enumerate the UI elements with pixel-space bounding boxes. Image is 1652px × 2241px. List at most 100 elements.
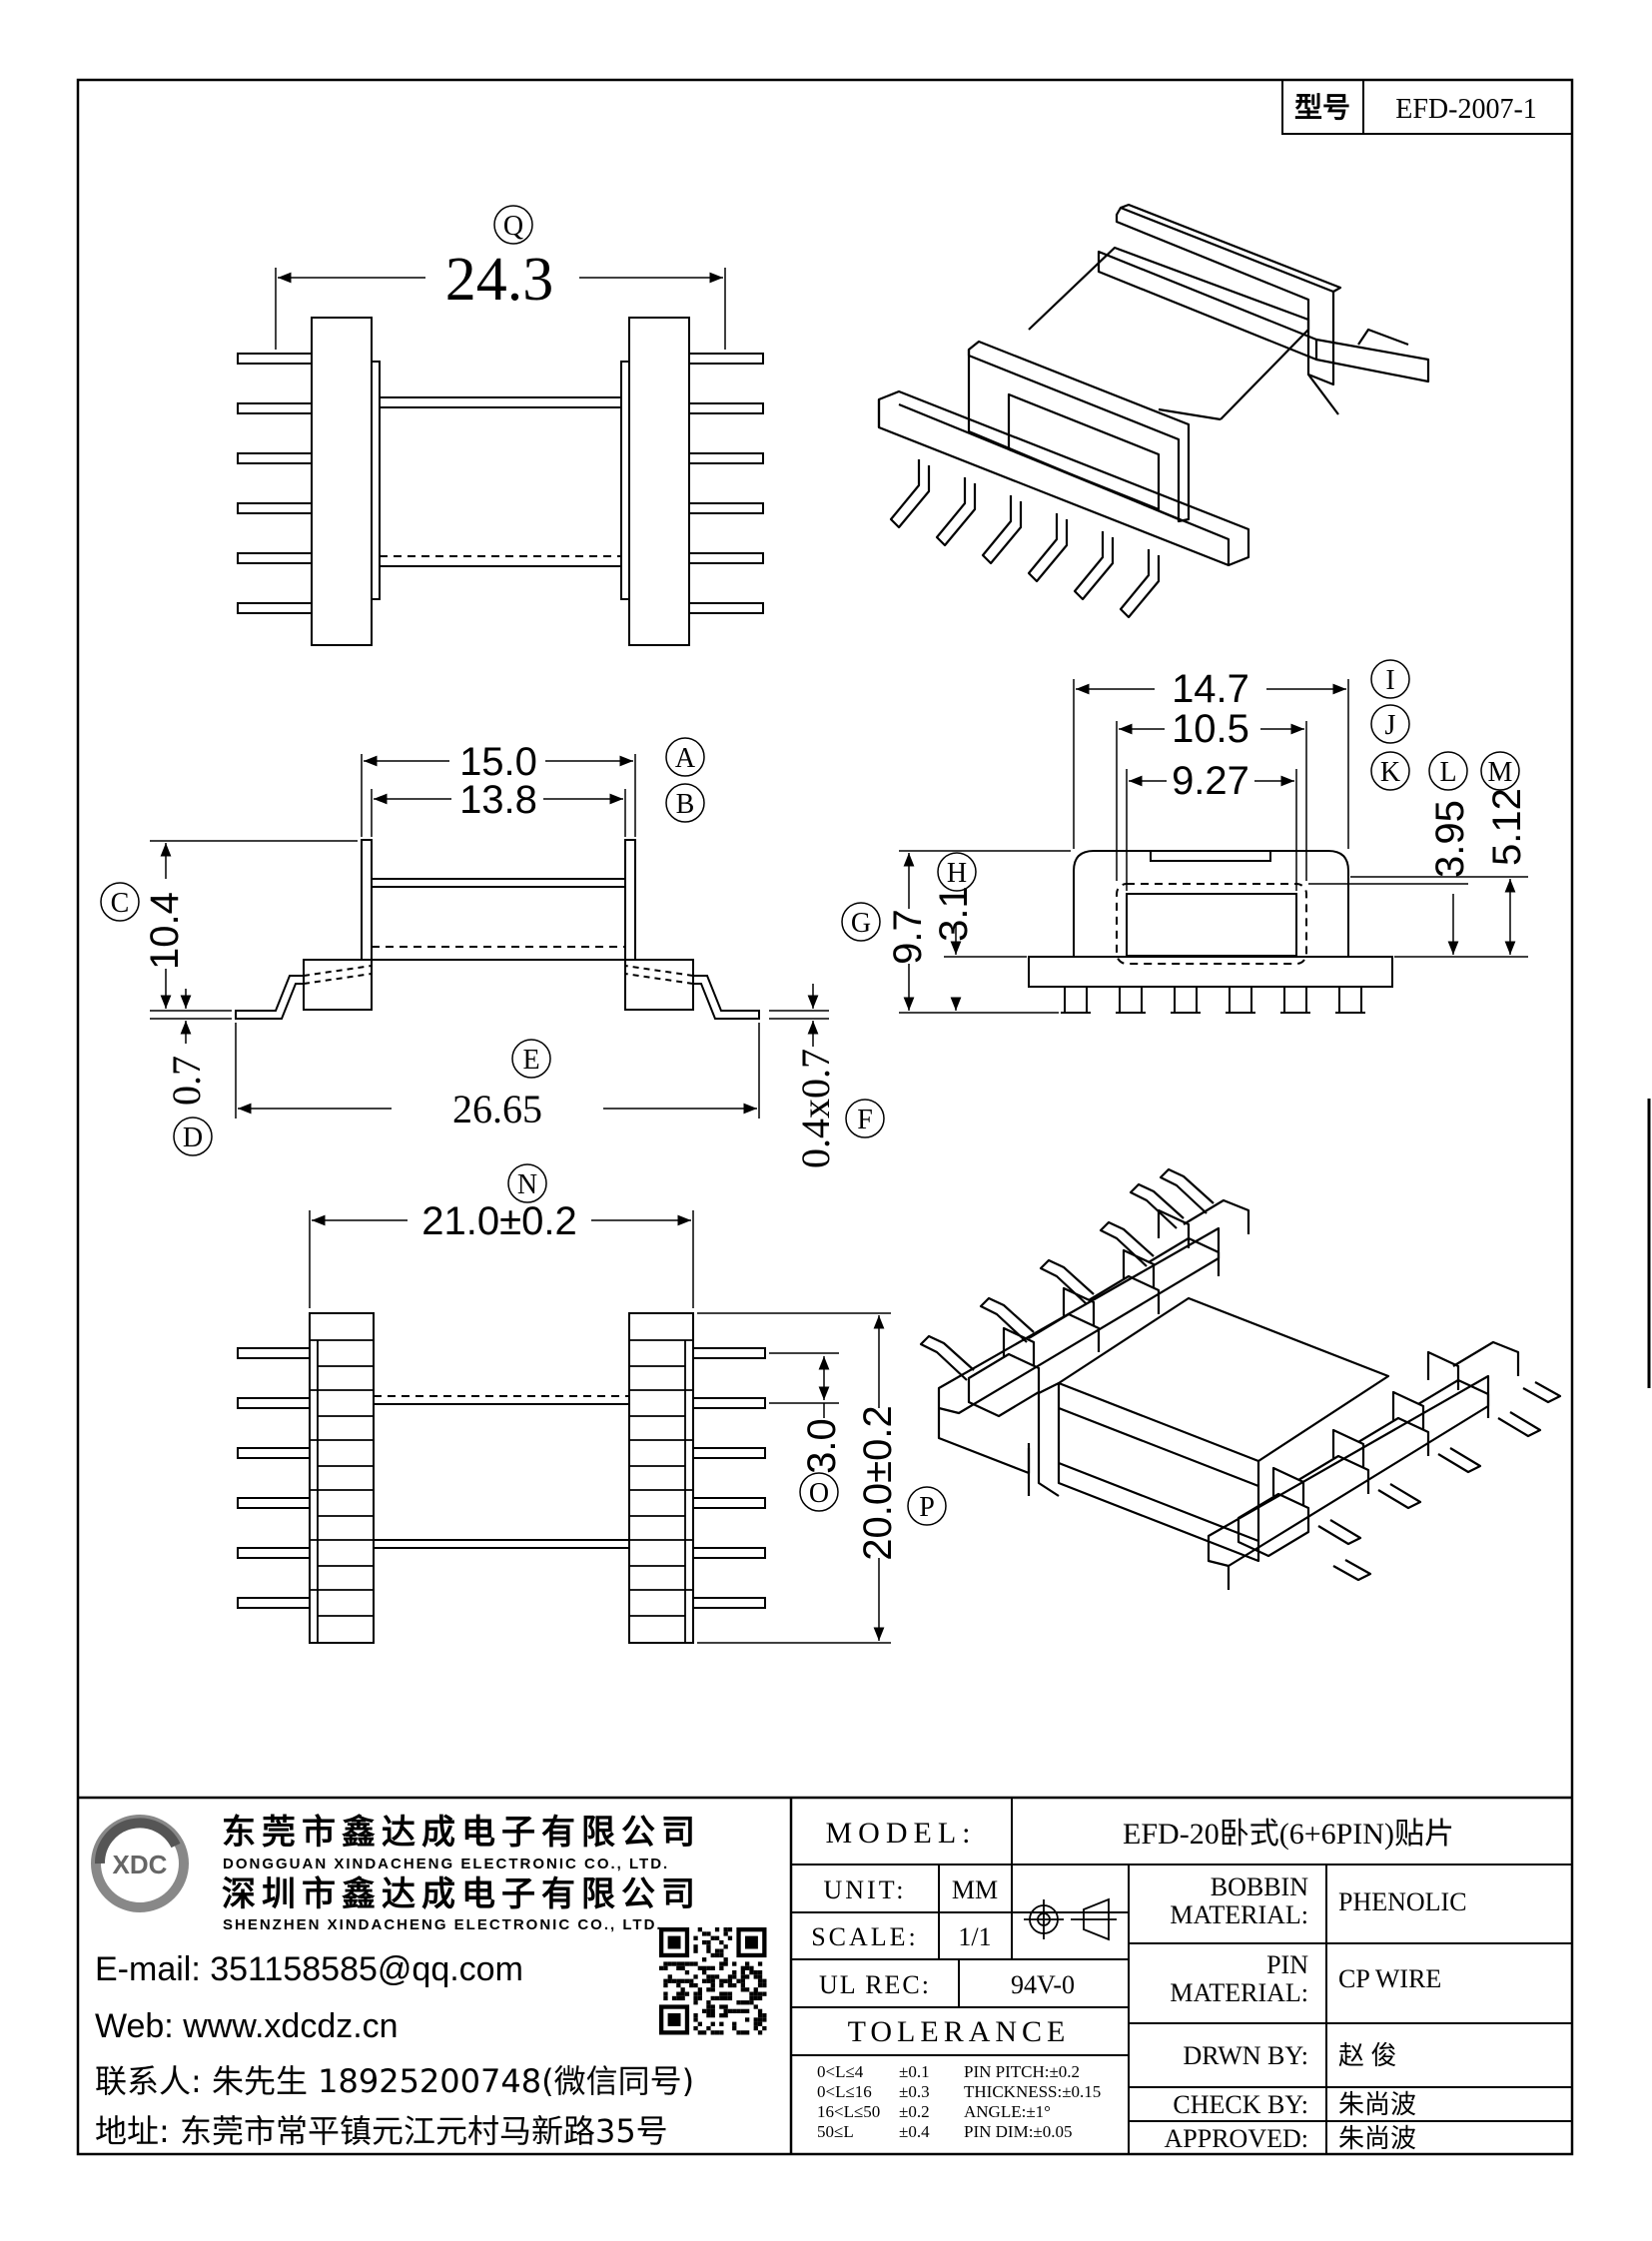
dim-d-value: 0.7 (164, 1056, 209, 1106)
tag-d: D (183, 1122, 203, 1153)
tag-k: K (1380, 757, 1400, 788)
unit-value: MM (952, 1875, 998, 1904)
company-name-cn-1: 东莞市鑫达成电子有限公司 (222, 1813, 701, 1853)
tag-f-circle (845, 1099, 885, 1138)
tag-i-circle (1370, 659, 1410, 699)
tol-value-4: ±0.4 (899, 2122, 930, 2141)
dim-j-value: 10.5 (1172, 707, 1249, 751)
tol-item-2: THICKNESS:±0.15 (964, 2082, 1101, 2101)
tol-value-1: ±0.1 (899, 2062, 930, 2081)
tol-value-2: ±0.3 (899, 2082, 930, 2101)
pin-value: CP WIRE (1338, 1964, 1441, 1993)
dim-i-value: 14.7 (1172, 667, 1249, 711)
tag-p-circle (907, 1486, 947, 1526)
dim-a-value: 15.0 (459, 740, 537, 784)
tag-j: J (1385, 710, 1396, 741)
approved-value: 朱尚波 (1338, 2124, 1416, 2153)
dim-l-value: 3.95 (1428, 800, 1472, 878)
scale-label: SCALE: (811, 1922, 919, 1951)
tag-b-circle (665, 783, 705, 823)
dim-m-value: 5.12 (1485, 788, 1529, 866)
dim-e-value: 26.65 (452, 1087, 542, 1131)
tag-o: O (809, 1478, 829, 1509)
pin-label-1: PIN (1266, 1950, 1308, 1979)
ulrec-label: UL REC: (819, 1970, 931, 1999)
dim-o-value: 3.0 (800, 1418, 844, 1474)
company-web[interactable]: Web: www.xdcdz.cn (95, 2007, 399, 2045)
tag-m-circle (1480, 751, 1520, 791)
drawn-value: 赵 俊 (1338, 2041, 1397, 2070)
company-name-en-2: SHENZHEN XINDACHENG ELECTRONIC CO., LTD. (223, 1916, 663, 1933)
projection-symbol-icon (1024, 1897, 1117, 1941)
dim-f-value: 0.4x0.7 (793, 1049, 838, 1168)
tag-i: I (1385, 665, 1394, 696)
bottom-view (237, 1210, 891, 1644)
dim-k-value: 9.27 (1172, 759, 1249, 803)
tag-p: P (919, 1492, 935, 1523)
tag-k-circle (1370, 751, 1410, 791)
tol-range-4: 50≤L (817, 2122, 854, 2141)
tag-n: N (517, 1169, 537, 1200)
dim-q-value: 24.3 (445, 246, 554, 314)
part-number-value: EFD-2007-1 (1395, 94, 1537, 125)
part-number-label: 型号 (1294, 92, 1350, 124)
front-view (899, 679, 1528, 1014)
tag-j-circle (1370, 704, 1410, 744)
tol-item-1: PIN PITCH:±0.2 (964, 2062, 1080, 2081)
part-number-box: 型号 EFD-2007-1 (1281, 79, 1573, 135)
tag-c: C (111, 888, 130, 919)
drawn-label: DRWN BY: (1184, 2041, 1308, 2070)
dim-h-value: 3.1 (932, 886, 976, 942)
iso-view-top (877, 203, 1430, 619)
tag-c-circle (100, 882, 140, 922)
tag-a-circle (665, 737, 705, 777)
iso-view-bottom (919, 1167, 1562, 1590)
bobbin-label-1: BOBBIN (1211, 1872, 1308, 1901)
qr-code-icon[interactable] (659, 1927, 767, 2035)
tag-l: L (1439, 757, 1456, 788)
approved-label: APPROVED: (1165, 2124, 1308, 2153)
company-email[interactable]: E-mail: 351158585@qq.com (95, 1950, 523, 1988)
tag-h: H (947, 858, 967, 889)
tag-b: B (676, 789, 695, 820)
tol-range-3: 16<L≤50 (817, 2102, 880, 2121)
unit-label: UNIT: (823, 1875, 906, 1904)
tolerance-label: TOLERANCE (848, 2015, 1071, 2048)
tag-g-circle (841, 902, 881, 942)
tol-range-1: 0<L≤4 (817, 2062, 864, 2081)
sheet-border (76, 78, 1574, 2156)
dim-b-value: 13.8 (459, 778, 537, 822)
tag-l-circle (1428, 751, 1468, 791)
tol-value-3: ±0.2 (899, 2102, 930, 2121)
scale-value: 1/1 (958, 1922, 991, 1951)
tag-q-circle (493, 205, 533, 245)
check-label: CHECK BY: (1173, 2090, 1308, 2119)
pin-label-2: MATERIAL: (1170, 1978, 1308, 2007)
bobbin-label-2: MATERIAL: (1170, 1900, 1308, 1929)
tag-m: M (1488, 757, 1513, 788)
bobbin-value: PHENOLIC (1338, 1887, 1467, 1916)
ulrec-value: 94V-0 (1011, 1970, 1075, 1999)
tag-a: A (675, 743, 696, 774)
tag-f: F (857, 1105, 873, 1135)
tag-o-circle (799, 1472, 839, 1512)
company-logo: XDC (91, 1815, 189, 1912)
title-block (78, 1796, 1572, 2154)
tag-d-circle (173, 1117, 213, 1156)
tol-item-4: PIN DIM:±0.05 (964, 2122, 1073, 2141)
dim-p-value: 20.0±0.2 (856, 1405, 900, 1560)
tag-g: G (851, 908, 871, 939)
tag-n-circle (507, 1163, 547, 1203)
company-contact: 联系人: 朱先生 18925200748(微信同号) (95, 2062, 694, 2100)
dim-c-value: 10.4 (143, 892, 187, 970)
model-label: MODEL: (826, 1817, 977, 1850)
tol-range-2: 0<L≤16 (817, 2082, 872, 2101)
model-value: EFD-20卧式(6+6PIN)贴片 (1123, 1818, 1454, 1851)
check-value: 朱尚波 (1338, 2090, 1416, 2119)
company-address: 地址: 东莞市常平镇元江元村马新路35号 (95, 2112, 668, 2150)
company-name-cn-2: 深圳市鑫达成电子有限公司 (222, 1874, 701, 1914)
tag-e: E (522, 1045, 539, 1076)
tag-h-circle (937, 852, 977, 892)
dim-g-value: 9.7 (886, 909, 930, 965)
